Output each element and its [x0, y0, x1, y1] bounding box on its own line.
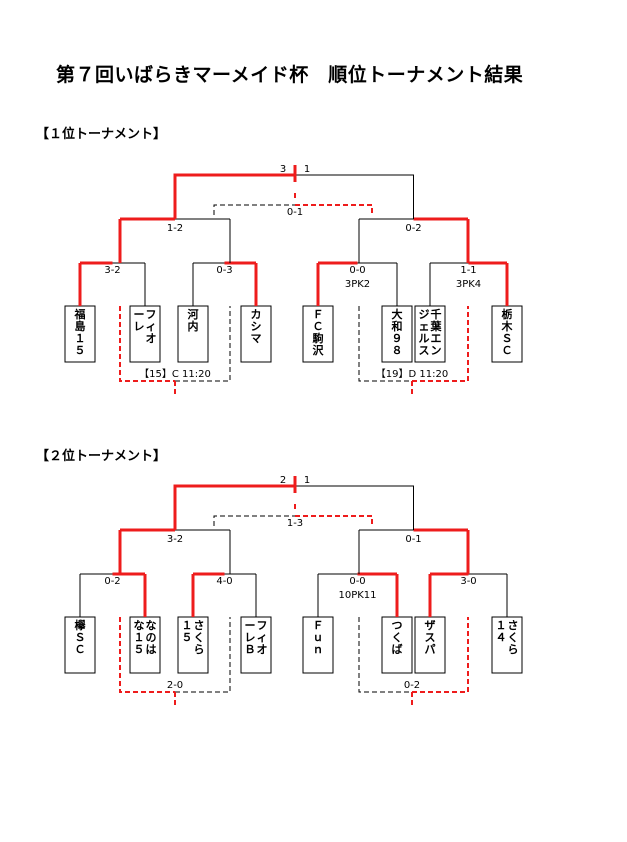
section-title-1st: 【１位トーナメント】 [36, 127, 167, 142]
team-box-5 [302, 616, 334, 674]
r1-score-4: 3-0 [460, 576, 476, 587]
semi-score-2: 0-1 [405, 534, 421, 545]
team-box-4 [240, 305, 272, 363]
final-bar-r [295, 485, 414, 530]
team-box-2 [129, 616, 161, 674]
cons-left-r [175, 306, 231, 382]
section-title-2nd: 【２位トーナメント】 [36, 449, 167, 464]
third-score: 1-3 [287, 518, 303, 529]
final-bar-r [295, 174, 414, 219]
r1-score-1: 0-2 [104, 576, 120, 587]
cons-left-label: 2-0 [167, 680, 183, 691]
final-score-right: 1 [304, 164, 310, 175]
cons-right-l [358, 306, 412, 382]
team-box-6 [381, 616, 413, 674]
r1-score-2: 0-3 [216, 265, 232, 276]
r1-score-2: 4-0 [216, 576, 232, 587]
third-bar-l [213, 515, 295, 526]
r1-score-4: 1-1 [460, 265, 476, 276]
team-name-5: Ｆｕｎ [313, 619, 324, 656]
team-box-1 [64, 616, 96, 674]
third-score: 0-1 [287, 207, 303, 218]
team-name-7: ザスパ [425, 619, 436, 656]
team-name-2: フィオーレ [134, 308, 157, 345]
third-bar-r [295, 204, 373, 216]
team-box-4 [240, 616, 272, 674]
r1-score-3: 0-0 [349, 576, 365, 587]
cons-left-l [119, 617, 175, 693]
team-name-8: さくら１４ [496, 619, 519, 656]
semi-score-2: 0-2 [405, 223, 421, 234]
cons-left-l [119, 306, 175, 382]
r1-score-1: 3-2 [104, 265, 120, 276]
final-score-left: 3 [280, 164, 286, 175]
team-box-6 [381, 305, 413, 363]
r1-pk-3: 3PK2 [345, 279, 370, 290]
r1-score-3: 0-0 [349, 265, 365, 276]
cons-right-label: 0-2 [404, 680, 420, 691]
team-name-7: 千葉エンジェルス [419, 307, 443, 357]
team-box-3 [177, 616, 209, 674]
team-box-2 [129, 305, 161, 363]
r1-pk-3: 10PK11 [338, 590, 376, 601]
final-bar-l [173, 484, 295, 530]
third-bar-r [295, 515, 373, 527]
team-name-4: カシマ [251, 308, 262, 345]
cons-right-l [358, 617, 412, 693]
team-name-1: 欅ＳＣ [75, 618, 86, 656]
cons-left-r [175, 617, 231, 693]
cons-right-r [412, 306, 469, 382]
team-name-6: 大和９８ [392, 307, 403, 357]
team-box-8 [491, 616, 523, 674]
team-name-8: 栃木ＳＣ [501, 307, 514, 357]
r1-pk-4: 3PK4 [456, 279, 481, 290]
semi-score-1: 1-2 [167, 223, 183, 234]
team-box-1 [64, 305, 96, 363]
cons-left-label: 【15】C 11:20 [139, 368, 211, 380]
semi-score-1: 3-2 [167, 534, 183, 545]
team-name-2: なのはな１５ [134, 619, 157, 656]
team-box-5 [302, 305, 334, 363]
final-score-left: 2 [280, 475, 286, 486]
third-bar-l [213, 204, 295, 215]
final-bar-l [173, 173, 295, 219]
final-score-right: 1 [304, 475, 310, 486]
team-box-3 [177, 305, 209, 363]
team-name-6: つくば [392, 619, 403, 656]
cons-right-r [412, 617, 469, 693]
page-title: 第７回いばらきマーメイド杯 順位トーナメント結果 [56, 64, 524, 86]
cons-right-label: 【19】D 11:20 [376, 368, 448, 380]
team-name-3: さくら１５ [182, 619, 205, 656]
team-name-3: 河内 [188, 307, 199, 333]
team-name-4: フィオーレＢ [245, 619, 268, 656]
team-name-5: ＦＣ駒沢 [313, 308, 325, 357]
team-name-1: 福島１５ [74, 307, 86, 357]
